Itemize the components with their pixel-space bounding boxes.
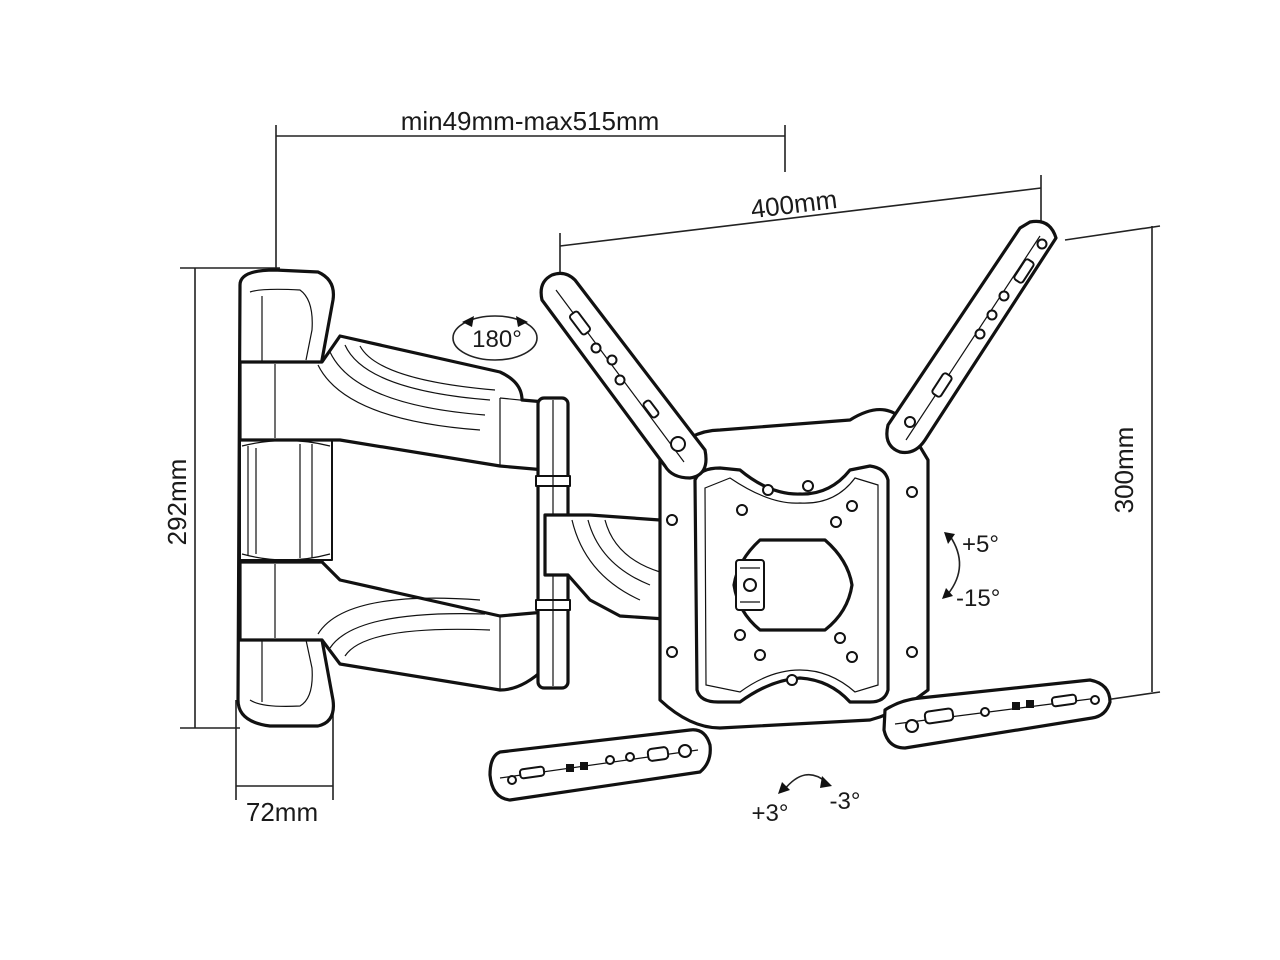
- arrow-right-icon: [516, 316, 528, 327]
- extension-label: min49mm-max515mm: [401, 106, 660, 136]
- lower-right-vesa-arm: [882, 678, 1112, 750]
- rotate-plus-label: +3°: [752, 800, 789, 827]
- front-arm: [543, 513, 682, 622]
- lower-left-vesa-arm: [488, 728, 712, 802]
- vesa-width-label: 400mm: [749, 184, 839, 224]
- tilt-callout: +5° -15°: [942, 531, 1000, 612]
- dimension-vesa-height: 300mm: [1064, 225, 1161, 701]
- rotate-minus-label: -3°: [830, 788, 861, 815]
- lower-arm: [238, 560, 547, 692]
- upper-left-vesa-arm: [539, 271, 708, 480]
- tilt-down-label: -15°: [956, 585, 1000, 612]
- tilt-up-label: +5°: [962, 531, 999, 558]
- upper-arm: [238, 334, 547, 472]
- wall-plate-height-label: 292mm: [162, 459, 192, 546]
- wall-plate-depth-label: 72mm: [246, 797, 318, 827]
- arrow-left-icon: [462, 316, 474, 327]
- swivel-label: 180°: [472, 326, 522, 353]
- upper-right-vesa-arm: [885, 219, 1058, 455]
- vesa-height-label: 300mm: [1109, 427, 1139, 514]
- swivel-callout: 180°: [452, 315, 538, 361]
- rotation-callout: +3° -3°: [752, 773, 861, 827]
- dimension-wall-plate-height: 292mm: [162, 267, 280, 729]
- tv-bracket-plate: [658, 408, 930, 730]
- wall-plate: [236, 268, 336, 728]
- rotation-arrow-icon: [783, 773, 827, 791]
- dimension-extension: min49mm-max515mm: [275, 106, 786, 268]
- tilt-arrow-icon: [947, 535, 961, 595]
- dimension-wall-plate-depth: 72mm: [235, 700, 334, 827]
- dimension-vesa-width: 400mm: [559, 175, 1042, 280]
